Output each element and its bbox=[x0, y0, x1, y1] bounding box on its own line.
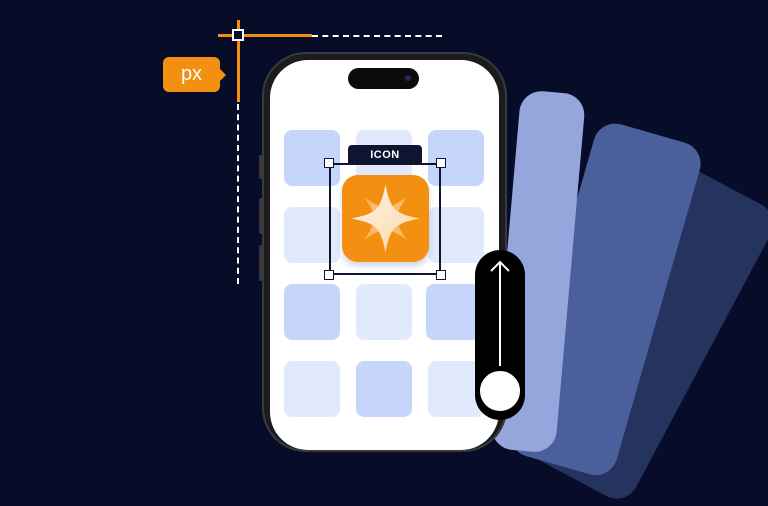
resize-handle-bottom-right[interactable] bbox=[436, 270, 446, 280]
arrow-up-icon bbox=[490, 260, 510, 366]
px-measure-tag: px bbox=[163, 57, 226, 92]
resize-handle-bottom-left[interactable] bbox=[324, 270, 334, 280]
phone-side-button-3 bbox=[259, 245, 263, 281]
icon-label: ICON bbox=[370, 149, 400, 161]
px-label: px bbox=[180, 63, 203, 85]
horizontal-guide-dashed bbox=[312, 35, 442, 37]
tag-pointer bbox=[220, 69, 226, 81]
horizontal-guide-solid bbox=[218, 34, 312, 37]
camera-icon bbox=[405, 75, 411, 81]
app-tile[interactable] bbox=[356, 284, 412, 340]
app-tile[interactable] bbox=[428, 361, 484, 417]
phone-side-button-2 bbox=[259, 198, 263, 234]
sparkle-icon bbox=[351, 184, 420, 253]
app-tile[interactable] bbox=[428, 207, 484, 263]
app-tile[interactable] bbox=[356, 361, 412, 417]
slider-knob[interactable] bbox=[478, 369, 522, 413]
vertical-guide-dashed bbox=[237, 104, 239, 284]
resize-handle-top-right[interactable] bbox=[436, 158, 446, 168]
selection-box[interactable] bbox=[329, 163, 441, 275]
guide-anchor-handle[interactable] bbox=[232, 29, 244, 41]
app-tile[interactable] bbox=[426, 284, 482, 340]
phone-side-button-1 bbox=[259, 155, 263, 179]
vertical-guide-solid bbox=[237, 20, 240, 102]
dynamic-island bbox=[348, 68, 419, 89]
app-icon[interactable] bbox=[342, 175, 429, 262]
icon-label-tab: ICON bbox=[348, 145, 422, 165]
resize-handle-top-left[interactable] bbox=[324, 158, 334, 168]
app-tile[interactable] bbox=[284, 284, 340, 340]
app-tile[interactable] bbox=[284, 361, 340, 417]
